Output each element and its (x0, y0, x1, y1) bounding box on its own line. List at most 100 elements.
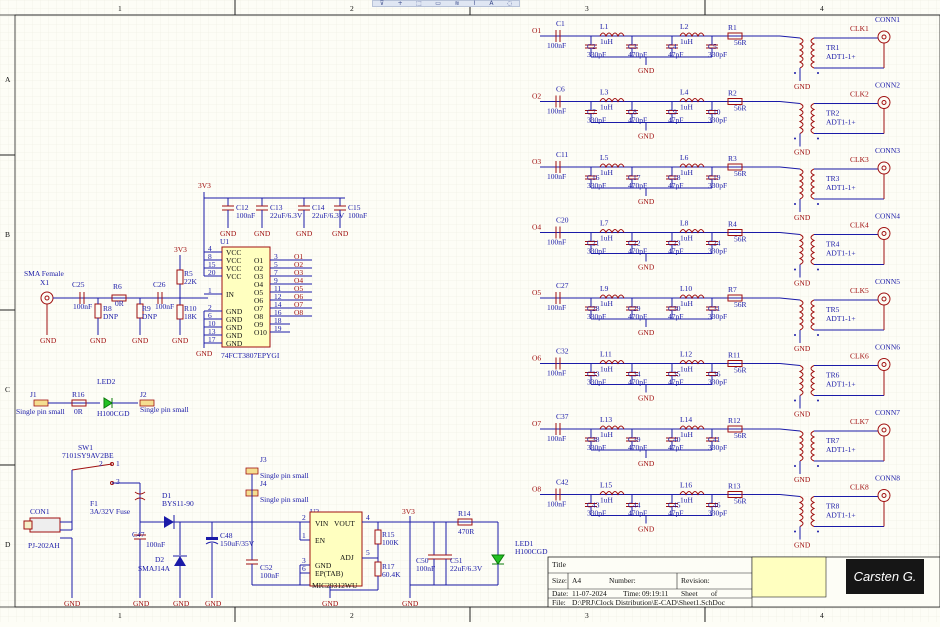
led1-ref: LED1 (515, 539, 534, 548)
channel-cin-value: 100nF (547, 303, 566, 312)
r6-symbol[interactable] (111, 294, 127, 302)
channel-4: O4C20100nFL71uHL81uHC21330pFC22470pFC234… (532, 212, 900, 288)
shunt-cap-ref: C22 (628, 239, 641, 248)
fuse-f1-symbol[interactable] (134, 491, 146, 501)
u1-right-pin-num: 19 (274, 324, 282, 333)
decap-ref: C14 (312, 203, 325, 212)
channel-tr-dot (794, 268, 796, 271)
channel-resistor-symbol[interactable] (727, 229, 743, 236)
sw1-symbol[interactable] (71, 463, 113, 471)
channel-resistor-symbol[interactable] (727, 491, 743, 498)
shunt-cap-value: 330pF (708, 443, 727, 452)
led2-symbol[interactable] (103, 397, 113, 409)
j3-pad[interactable] (245, 467, 259, 475)
c50-ref: C50 (416, 556, 429, 565)
text-icon[interactable]: A (489, 0, 494, 7)
j2-pad[interactable] (139, 399, 155, 407)
u2-part: MIC29312WU (312, 581, 358, 590)
decap-ref: C15 (348, 203, 361, 212)
channel-inductor-symbol[interactable] (679, 32, 705, 38)
shunt-cap-value: 330pF (708, 50, 727, 59)
channel-transformer-symbol[interactable] (798, 168, 804, 200)
gnd-label-transformer: GND (794, 475, 811, 484)
schematic-toolbar: ⊽ + ⬚ ▭ ≋ ⌇ A ◌ (372, 0, 520, 7)
bus-icon[interactable]: ▭ (435, 0, 441, 7)
r16-symbol[interactable] (71, 399, 87, 407)
channel-inductor-symbol[interactable] (679, 425, 705, 431)
channel-inductor-symbol[interactable] (679, 294, 705, 300)
j4-value: Single pin small (260, 495, 309, 504)
gnd-label-d2: GND (173, 599, 190, 608)
channel-transformer-symbol[interactable] (798, 496, 804, 527)
channel-resistor-symbol[interactable] (727, 98, 743, 105)
channel-inductor-symbol[interactable] (599, 294, 625, 300)
channel-inductor-symbol[interactable] (599, 229, 625, 234)
d2-symbol[interactable] (174, 556, 186, 566)
d1-symbol[interactable] (164, 516, 174, 528)
led2-section: J1 Single pin small R16 0R LED2 H100CGD … (16, 377, 189, 418)
con1-symbol[interactable] (29, 517, 61, 533)
shunt-cap-ref: C31 (708, 304, 721, 313)
channel-transformer-secondary (810, 103, 816, 134)
gnd-label-transformer: GND (794, 410, 811, 419)
channel-inductor-symbol[interactable] (599, 32, 625, 38)
channel-transformer-symbol[interactable] (798, 37, 804, 69)
gnd-label-transformer: GND (794, 279, 811, 288)
channel-inductor-symbol[interactable] (599, 360, 625, 365)
channel-resistor-symbol[interactable] (727, 163, 743, 171)
led1-symbol[interactable] (491, 554, 505, 565)
r5-ref: R5 (184, 269, 193, 278)
channel-cin-value: 100nF (547, 500, 566, 509)
power-port-icon[interactable]: ⌇ (472, 0, 476, 7)
channel-inductor-symbol[interactable] (679, 98, 705, 103)
channel-inductor-symbol[interactable] (679, 360, 705, 365)
channel-transformer-symbol[interactable] (798, 430, 804, 462)
channel-inductor-symbol[interactable] (679, 229, 705, 234)
tb-of-label: of (711, 589, 718, 598)
channel-inductor-symbol[interactable] (599, 98, 625, 103)
channel-resistor-ref: R3 (728, 154, 737, 163)
channel-resistor-symbol[interactable] (727, 425, 743, 433)
filter-icon[interactable]: ⊽ (379, 0, 385, 7)
channel-inductor-ref: L15 (600, 481, 612, 490)
u1-body[interactable] (221, 246, 271, 348)
channel-inductor-symbol[interactable] (599, 491, 625, 496)
channel-inductor-value: 1uH (600, 103, 614, 112)
channel-inductor-symbol[interactable] (599, 425, 625, 431)
channel-transformer-symbol[interactable] (798, 365, 804, 396)
channel-6: O6C32100nFL111uHL121uHC33330pFC34470pFC3… (532, 343, 900, 419)
u1-net-label-o6: O6 (294, 292, 303, 301)
channel-resistor-ref: R11 (728, 351, 740, 360)
channel-transformer-symbol[interactable] (798, 103, 804, 134)
gnd-label-con1: GND (64, 599, 81, 608)
u2-pin2-num: 2 (302, 513, 306, 522)
r9-ref: R9 (142, 304, 151, 313)
channel-resistor-symbol[interactable] (727, 360, 743, 367)
u1-right-pin-name: O6 (254, 296, 263, 305)
channel-connector-pin (881, 362, 887, 367)
j2-ref: J2 (140, 390, 147, 399)
channel-transformer-symbol[interactable] (798, 234, 804, 265)
channel-transformer-symbol[interactable] (798, 299, 804, 331)
channel-resistor-symbol[interactable] (727, 294, 743, 302)
add-icon[interactable]: + (397, 0, 403, 7)
channel-tr-lead (779, 232, 801, 235)
gnd-label-transformer: GND (794, 213, 811, 222)
channel-inductor-symbol[interactable] (679, 491, 705, 496)
channel-resistor-value: 56R (734, 431, 747, 440)
j1-pad[interactable] (33, 399, 49, 407)
net-label-icon[interactable]: ≋ (454, 0, 460, 7)
wire-icon[interactable]: ⬚ (416, 0, 422, 7)
channel-inductor-symbol[interactable] (679, 163, 705, 169)
shape-icon[interactable]: ◌ (506, 0, 513, 7)
channel-inductor-value: 1uH (680, 103, 694, 112)
channel-resistor-symbol[interactable] (727, 32, 743, 40)
channel-inductor-symbol[interactable] (599, 163, 625, 169)
u2-body[interactable] (309, 511, 363, 587)
c48-symbol[interactable] (206, 537, 218, 540)
channel-tr-lead (779, 363, 801, 366)
channel-cin-ref: C37 (556, 412, 569, 421)
